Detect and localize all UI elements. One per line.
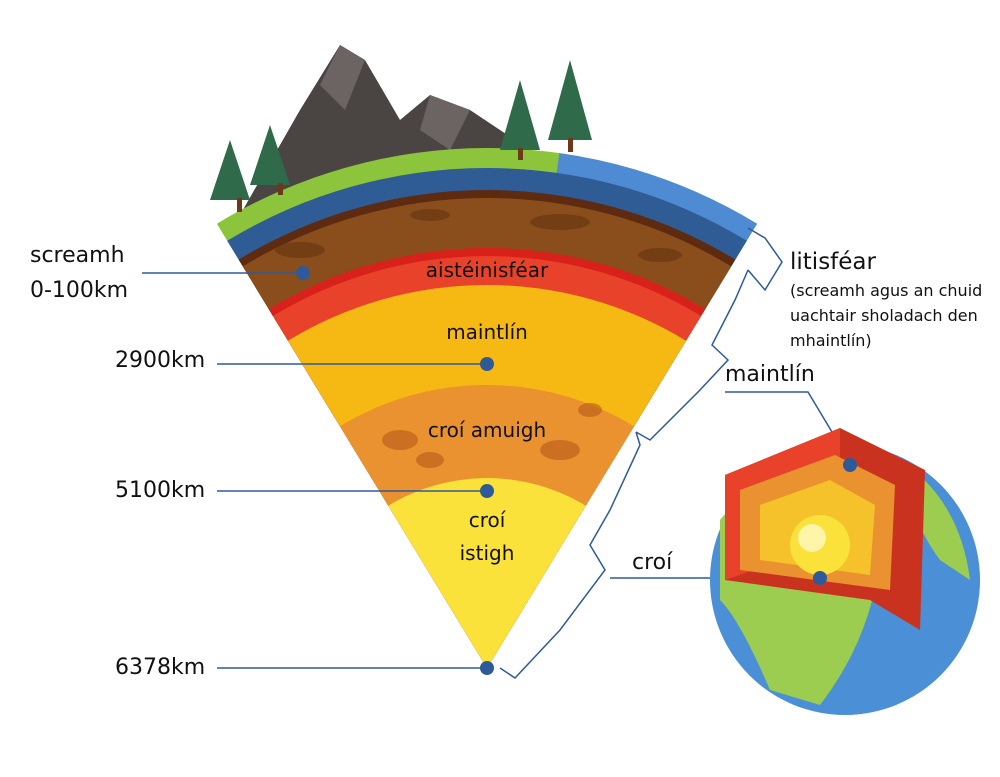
leader-lines [142, 227, 851, 679]
outer-core-depth-label: 5100km [115, 478, 206, 503]
globe-cutaway [710, 428, 980, 715]
marker-dots [296, 266, 494, 675]
outer-core-label: croí amuigh [427, 418, 547, 442]
asthenosphere-label: aistéinisféar [425, 258, 549, 282]
mantle-label: maintlín [446, 320, 528, 344]
inner-core-label-1: croí [468, 508, 506, 532]
lithosphere-note-3: mhaintlín) [790, 331, 872, 350]
outer-core-spots [382, 403, 602, 468]
inner-core-label-2: istigh [459, 541, 515, 565]
lithosphere-note-1: (screamh agus an chuid [790, 281, 983, 300]
globe-core-label: croí [632, 550, 673, 575]
crust-depth-label: 0-100km [30, 278, 129, 303]
mantle-depth-label: 2900km [115, 348, 206, 373]
trees [210, 60, 592, 212]
crust-rocks [275, 209, 682, 262]
crust-name-label: screamh [30, 243, 125, 268]
center-depth-label: 6378km [115, 655, 206, 680]
lithosphere-note-2: uachtair sholadach den [790, 306, 978, 325]
earth-wedge [216, 148, 758, 669]
lithosphere-label: litisféar [790, 249, 876, 275]
inner-core-layer [388, 478, 586, 668]
globe-mantle-label: maintlín [725, 362, 815, 387]
